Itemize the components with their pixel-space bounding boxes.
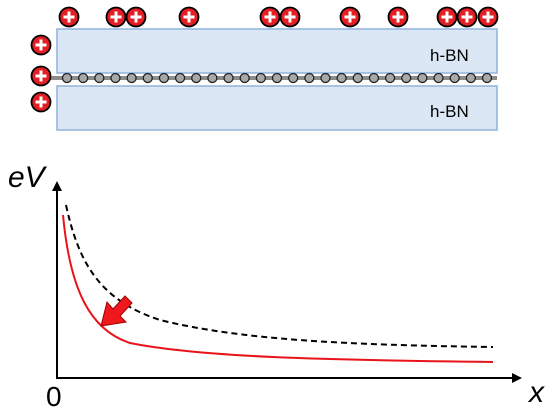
positive-charge-icon [259,6,281,28]
graphene-atom [158,72,170,84]
origin-label: 0 [46,381,62,409]
positive-charge-icon [30,34,52,56]
graphene-atom [401,72,412,84]
positive-charge-icon [477,6,499,28]
graphene-atom [465,72,476,84]
graphene-atom [481,72,493,84]
x-axis-label: x [527,376,545,409]
graphene-atom [255,72,266,84]
graphene-atom [336,72,347,84]
graphene-atom [417,72,428,84]
positive-charge-icon [30,91,52,113]
graphene-atom [61,72,73,84]
bottom-hbn-label: h-BN [430,102,469,121]
positive-charge-icon [456,6,478,28]
dashed-potential-curve [65,204,494,348]
graphene-atom [126,72,137,84]
top-hbn-label: h-BN [430,46,469,65]
positive-charge-icon [339,6,361,28]
graphene-atom [433,72,444,84]
positive-charge-icon [178,6,200,28]
positive-charge-icon [436,6,458,28]
positive-charge-icon [58,6,80,28]
graphene-atom [239,72,250,84]
positive-charge-icon [125,6,147,28]
graphene-atom [368,72,380,84]
graphene-atom [174,72,186,84]
positive-charge-icon [30,65,52,87]
y-axis-label: eV [8,161,48,194]
graphene-atom [288,72,299,84]
graphene-sheet [40,72,497,84]
bottom-hbn-layer [56,85,498,131]
shift-arrow-icon [100,295,133,327]
graphene-atom [352,72,363,84]
graphene-atom [223,72,234,84]
positive-charge-icon [279,6,301,28]
graphene-atom [191,72,202,84]
graphene-atom [384,72,396,84]
graphene-atom [94,72,105,84]
graphene-atom [110,72,121,84]
graphene-atom [271,72,283,84]
potential-plot: eV x 0 [8,161,545,409]
graphene-atom [207,72,218,84]
graphene-atom [449,72,460,84]
positive-charge-icon [387,6,409,28]
graphene-atom [320,72,331,84]
positive-charges [30,6,499,113]
graphene-atom [142,72,153,84]
top-hbn-layer [56,28,498,74]
graphene-atom [78,72,89,84]
screened-potential-curve [62,214,494,363]
positive-charge-icon [105,6,127,28]
graphene-atom [304,72,315,84]
